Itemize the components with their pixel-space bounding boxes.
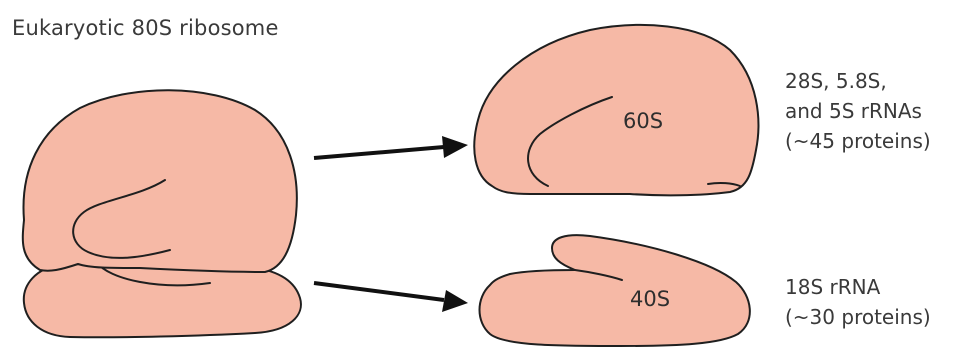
arrow-to-60s [314,136,468,158]
subunit-60s-description-line: (~45 proteins) [785,126,931,156]
ribosome-80s [23,90,301,337]
subunit-40s-description-line: (~30 proteins) [785,302,931,332]
subunit-60s-description-line: and 5S rRNAs [785,96,931,126]
subunit-60s: 60S [474,25,758,195]
subunit-40s-description: 18S rRNA (~30 proteins) [785,272,931,332]
subunit-60s-description-line: 28S, 5.8S, [785,66,931,96]
ribosome-80s-small-subunit [24,263,301,337]
subunit-60s-shape [474,25,758,195]
subunit-60s-label: 60S [623,109,663,133]
subunit-40s: 40S [480,235,750,346]
ribosome-80s-large-subunit [23,90,297,272]
arrow-to-40s [314,283,468,312]
subunit-40s-shape [480,235,750,346]
subunit-40s-description-line: 18S rRNA [785,272,931,302]
subunit-60s-description: 28S, 5.8S, and 5S rRNAs (~45 proteins) [785,66,931,156]
subunit-40s-label: 40S [630,287,670,311]
